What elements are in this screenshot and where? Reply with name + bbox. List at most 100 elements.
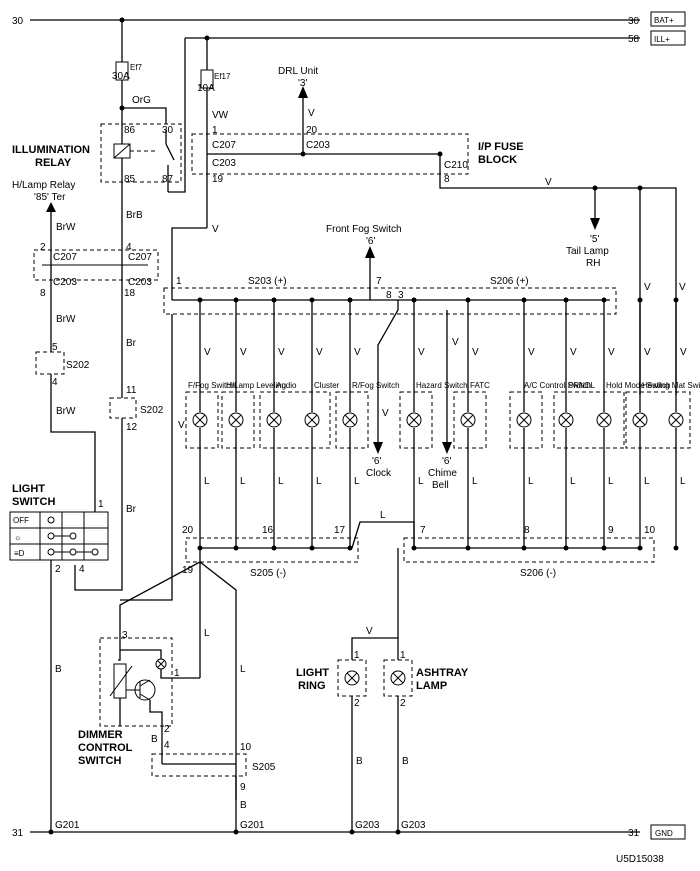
tail-wire-v: V [545,177,552,188]
dim-pin-4: 4 [164,740,170,751]
conn-p2: 2 [40,242,46,253]
chime-ref: '6' [442,456,451,467]
clock-label: Clock [366,468,392,479]
fb-title-1: I/P FUSE [478,141,524,153]
conn-c203b: C203 [128,277,152,288]
fb-pin-8: 8 [444,174,450,185]
g203-b: G203 [401,820,426,831]
switch-label: Hold Mode Switch [606,381,670,390]
g203-a: G203 [355,820,380,831]
switch-label: Audio [276,381,297,390]
front-fog-ref: '6' [366,236,375,247]
switch-label: PRNDL [568,381,596,390]
lamp-cross [194,414,206,426]
bus-junction [637,297,643,303]
minus-junction [673,545,679,551]
lamp-cross [306,414,318,426]
bus-junction [309,297,315,303]
clock-feed: '6' Clock V [366,300,399,479]
bus-junction [465,297,471,303]
lamp-icon [632,412,648,428]
wire-brw-1: BrW [56,222,76,233]
lamp-return-color: L [570,476,576,487]
lamp-return-color: L [418,476,424,487]
relay-pin-30: 30 [162,125,174,136]
s205-label: S205 [252,762,276,773]
s205-pin-16: 16 [262,525,274,536]
bat-num-right: 30 [628,16,640,27]
s205-pin-17: 17 [334,525,346,536]
s203-label: S203 (+) [248,276,287,287]
s206-pin-8: 8 [524,525,530,536]
ring-title-2: RING [298,680,326,692]
relay-pin-86: 86 [124,125,136,136]
s205m-label: S205 (-) [250,568,286,579]
s205-pin-9: 9 [240,782,246,793]
dim-wire-l: L [240,664,246,675]
s206-pin-10: 10 [644,525,656,536]
lamp-cross [344,414,356,426]
switch-box [399,391,433,449]
bus-junction [601,297,607,303]
switch-label: FATC [470,381,490,390]
wire-brw-2: BrW [56,314,76,325]
ls-pin-2: 2 [55,564,61,575]
wire-b-ls: B [55,664,62,675]
ef17-name: Ef17 [214,72,231,81]
lamp-icon [304,412,320,428]
ill-num-right: 58 [628,34,640,45]
dim-pin-3: 3 [122,630,128,641]
dim-pin-1: 1 [174,668,180,679]
lamp-icon [228,412,244,428]
lamp-feed-color: V [278,347,285,358]
dim-pin-2: 2 [164,724,170,735]
fuse-ef17: Ef17 10A VW [197,38,231,228]
wire-org: OrG [132,95,151,106]
ground-rail: 31 31 GND G201 G201 G203 G203 U5D15038 [12,820,686,865]
relay-title-2: RELAY [35,157,72,169]
wire-brb: BrB [126,210,143,221]
ef7-name: Ef7 [130,63,143,72]
s205-lower: 10 9 S205 B [151,742,276,832]
lamp-return-color: L [204,476,210,487]
bus-link-l: L [380,510,386,521]
lamp-cross [670,414,682,426]
s206m-label: S206 (-) [520,568,556,579]
ring-wire-b: B [356,756,363,767]
lamp-icon [668,412,684,428]
light-switch: LIGHT SWITCH OFF ☼ ≡D 1 2 4 B [9,483,109,832]
dim-wire-l2: L [204,628,210,639]
bus-junction [197,297,203,303]
s202-b: S202 [140,405,164,416]
chime-label-2: Bell [432,480,449,491]
ring-pin-1: 1 [354,650,360,661]
s206p-label: S206 (+) [490,276,529,287]
switch-label: H/Lamp Leveling [226,381,286,390]
conn-p5: 5 [52,342,58,353]
wire-brw-3: BrW [56,406,76,417]
gnd-num-left: 31 [12,828,24,839]
ring-pin-2: 2 [354,698,360,709]
heat-wire-v2: V [679,282,686,293]
lamp-feed-color: V [472,347,479,358]
bus-junction [563,297,569,303]
bat-label: BAT+ [654,16,674,25]
bus-junction [233,297,239,303]
chime-wire: V [452,337,459,348]
dim-title-2: CONTROL [78,742,133,754]
s205-pin-10: 10 [240,742,252,753]
switch-box [221,391,255,449]
lamp-feed-color: V [608,347,615,358]
taillamp-label-2: RH [586,258,600,269]
dim-wire-v: V [178,420,185,431]
switch-box [509,391,543,449]
lamp-return-color: L [354,476,360,487]
s205-pin-19: 19 [182,565,194,576]
illumination-rail: 58 ILL+ [185,30,686,46]
g201-a: G201 [55,820,80,831]
s205-wire-b: B [240,800,247,811]
lamp-feed-color: V [644,347,651,358]
fuse-ef7: Ef7 30A OrG [112,20,167,124]
dim-wire-b: B [151,734,158,745]
